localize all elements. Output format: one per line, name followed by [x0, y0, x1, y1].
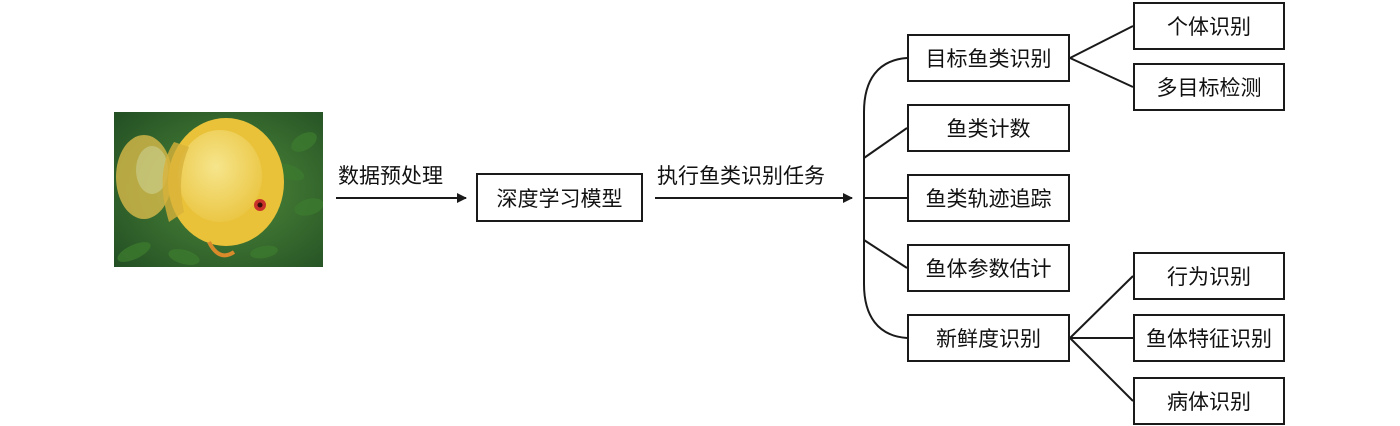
task-fish-counting: 鱼类计数: [907, 104, 1070, 152]
branch-behavior: [1069, 275, 1134, 339]
task-trajectory-tracking: 鱼类轨迹追踪: [907, 174, 1070, 222]
main-fish: [162, 118, 284, 258]
branch-multi-object: [1069, 57, 1134, 88]
subtask-individual-recognition: 个体识别: [1133, 2, 1285, 50]
task-freshness-recognition: 新鲜度识别: [907, 314, 1070, 362]
task-parameter-estimation: 鱼体参数估计: [907, 244, 1070, 292]
step-label-execute: 执行鱼类识别任务: [657, 164, 825, 188]
bracket-branch-parameter: [863, 239, 908, 269]
branch-individual: [1069, 25, 1134, 59]
bracket-branch-counting: [863, 127, 908, 159]
model-box: 深度学习模型: [476, 173, 643, 222]
subtask-branches: [1069, 25, 1134, 402]
branch-disease: [1069, 337, 1134, 402]
subtask-disease-recognition: 病体识别: [1133, 377, 1285, 425]
subtask-behavior-recognition: 行为识别: [1133, 252, 1285, 300]
subtask-multi-object-detection: 多目标检测: [1133, 63, 1285, 111]
task-bracket: [863, 57, 908, 339]
fish-photo: [114, 112, 323, 267]
subtask-body-feature-recognition: 鱼体特征识别: [1133, 314, 1285, 362]
step-label-preprocess: 数据预处理: [338, 164, 443, 188]
background-fish: [116, 135, 172, 219]
task-target-recognition: 目标鱼类识别: [907, 34, 1070, 82]
